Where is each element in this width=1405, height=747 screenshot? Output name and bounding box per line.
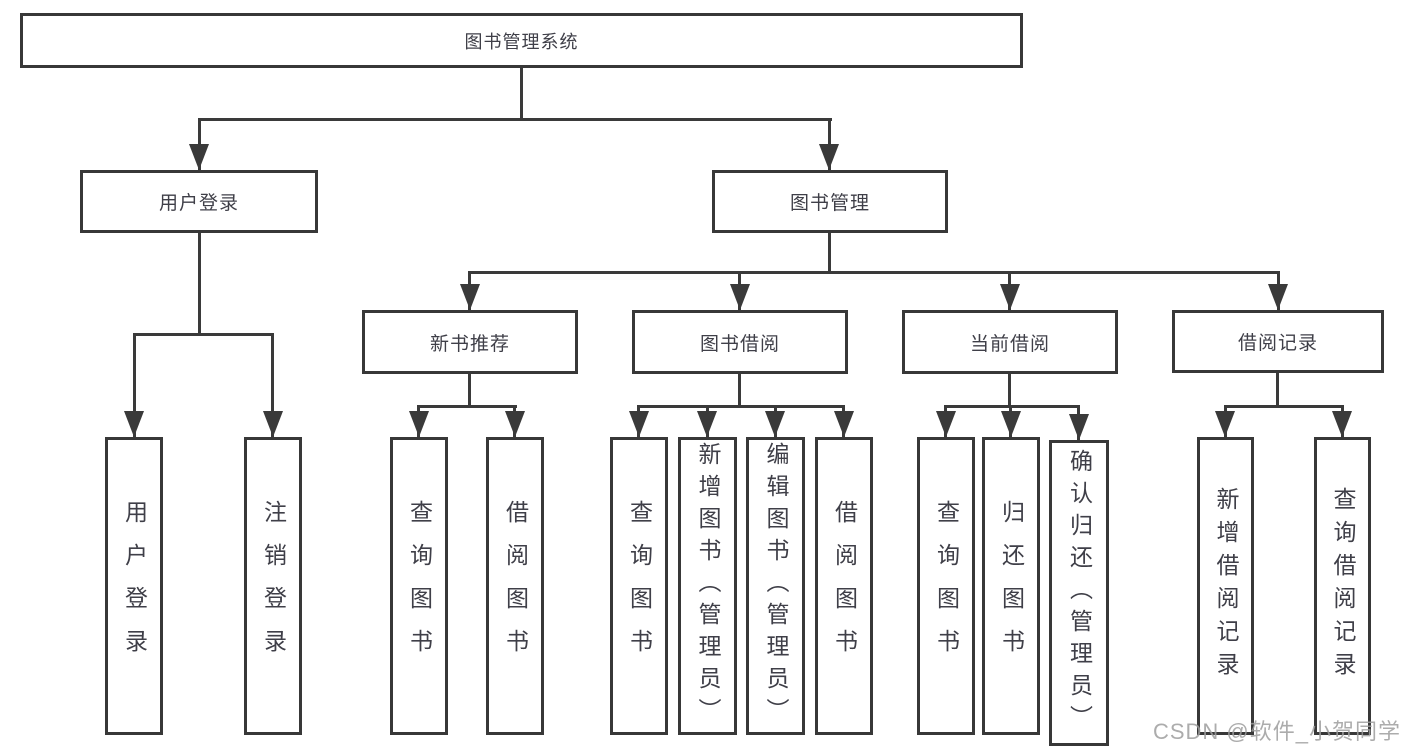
node-current-borrow-label: 当前借阅 xyxy=(969,333,1050,355)
arrowhead xyxy=(1001,411,1021,437)
leaf-cb-query-books: 查询图书 xyxy=(917,437,975,735)
leaf-logout: 注销登录 xyxy=(244,437,302,735)
leaf-bb-borrow-books-label: 借阅图书 xyxy=(831,500,858,672)
connector-line xyxy=(468,374,471,408)
node-new-book-recommend: 新书推荐 xyxy=(362,310,578,374)
arrowhead xyxy=(263,411,283,437)
arrowhead xyxy=(730,284,750,310)
leaf-nbr-borrow-books: 借阅图书 xyxy=(486,437,544,735)
arrowhead xyxy=(1215,411,1235,437)
connector-line xyxy=(1276,373,1279,408)
node-root: 图书管理系统 xyxy=(20,13,1023,68)
connector-line xyxy=(198,118,832,121)
leaf-bb-borrow-books: 借阅图书 xyxy=(815,437,873,735)
connector-line xyxy=(417,405,517,408)
node-borrow-records: 借阅记录 xyxy=(1172,310,1384,373)
arrowhead xyxy=(189,144,209,170)
leaf-nbr-query-books: 查询图书 xyxy=(390,437,448,735)
connector-line xyxy=(520,68,523,120)
node-book-management-label: 图书管理 xyxy=(789,193,870,214)
node-root-label: 图书管理系统 xyxy=(464,31,579,52)
connector-line xyxy=(198,233,201,336)
connector-line xyxy=(133,333,274,336)
arrowhead xyxy=(1268,284,1288,310)
connector-line xyxy=(637,405,845,408)
node-borrow-records-label: 借阅记录 xyxy=(1237,333,1318,354)
leaf-bb-edit-books-admin: 编辑图书（管理员） xyxy=(746,437,805,735)
arrowhead xyxy=(819,144,839,170)
connector-line xyxy=(133,333,136,437)
leaf-user-login-label: 用户登录 xyxy=(121,500,148,672)
arrowhead xyxy=(629,411,649,437)
connector-line xyxy=(828,233,831,273)
arrowhead xyxy=(1069,414,1089,440)
leaf-cb-confirm-return-admin: 确认归还（管理员） xyxy=(1049,440,1109,746)
leaf-br-add-record-label: 新增借阅记录 xyxy=(1213,487,1239,685)
arrowhead xyxy=(124,411,144,437)
leaf-cb-confirm-return-admin-label: 确认归还（管理员） xyxy=(1066,449,1093,737)
arrowhead xyxy=(765,411,785,437)
node-user-login: 用户登录 xyxy=(80,170,318,233)
leaf-br-query-record: 查询借阅记录 xyxy=(1314,437,1371,735)
node-user-login-label: 用户登录 xyxy=(158,193,239,214)
connector-line xyxy=(1224,405,1344,408)
leaf-bb-add-books-admin: 新增图书（管理员） xyxy=(678,437,737,735)
node-new-book-recommend-label: 新书推荐 xyxy=(429,333,510,355)
leaf-logout-label: 注销登录 xyxy=(260,500,287,672)
connector-line xyxy=(468,271,1280,274)
arrowhead xyxy=(1000,284,1020,310)
arrowhead xyxy=(409,411,429,437)
leaf-cb-return-books-label: 归还图书 xyxy=(998,500,1025,672)
leaf-cb-query-books-label: 查询图书 xyxy=(933,500,960,672)
node-current-borrow: 当前借阅 xyxy=(902,310,1118,374)
leaf-br-add-record: 新增借阅记录 xyxy=(1197,437,1254,735)
connector-line xyxy=(1008,374,1011,408)
arrowhead xyxy=(1332,411,1352,437)
connector-line xyxy=(271,333,274,437)
leaf-bb-query-books: 查询图书 xyxy=(610,437,668,735)
node-book-management: 图书管理 xyxy=(712,170,948,233)
leaf-cb-return-books: 归还图书 xyxy=(982,437,1040,735)
leaf-bb-add-books-admin-label: 新增图书（管理员） xyxy=(695,442,721,730)
node-book-borrow-label: 图书借阅 xyxy=(699,333,780,355)
leaf-br-query-record-label: 查询借阅记录 xyxy=(1330,487,1356,685)
arrowhead xyxy=(697,411,717,437)
connector-line xyxy=(738,374,741,408)
node-book-borrow: 图书借阅 xyxy=(632,310,848,374)
leaf-bb-edit-books-admin-label: 编辑图书（管理员） xyxy=(763,442,789,730)
arrowhead xyxy=(834,411,854,437)
arrowhead xyxy=(936,411,956,437)
leaf-nbr-query-books-label: 查询图书 xyxy=(406,500,433,672)
leaf-bb-query-books-label: 查询图书 xyxy=(626,500,653,672)
arrowhead xyxy=(505,411,525,437)
csdn-watermark: CSDN @软件_小贺同学 xyxy=(1152,719,1401,744)
arrowhead xyxy=(460,284,480,310)
leaf-user-login: 用户登录 xyxy=(105,437,163,735)
leaf-nbr-borrow-books-label: 借阅图书 xyxy=(502,500,529,672)
connector-line xyxy=(944,405,1080,408)
